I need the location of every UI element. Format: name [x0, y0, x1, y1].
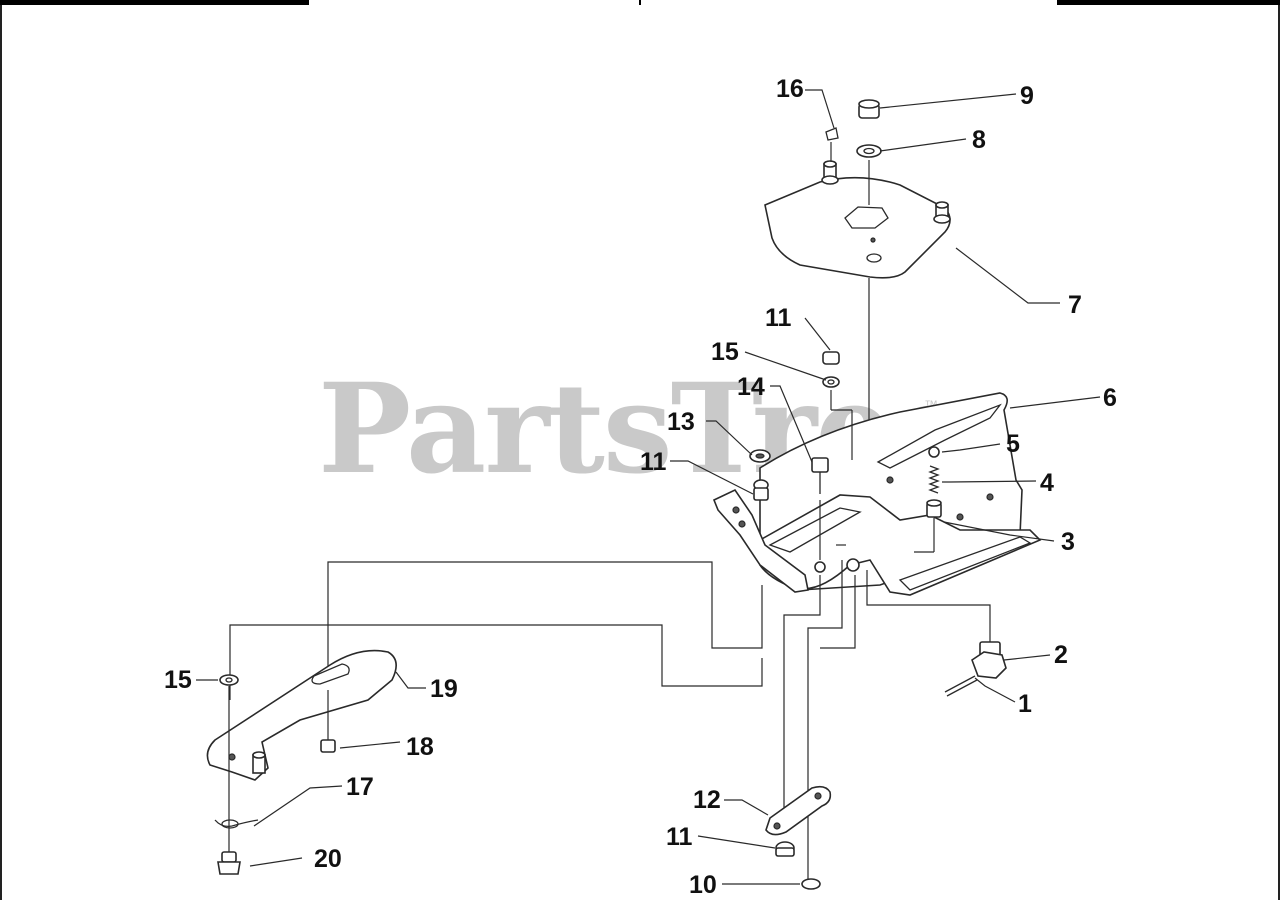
part-19-arm[interactable] — [206, 649, 397, 781]
top-border-segment — [0, 0, 308, 5]
part-3-bushing[interactable] — [926, 499, 942, 518]
callout-12[interactable]: 12 — [693, 786, 721, 814]
part-13-nut[interactable] — [749, 449, 771, 463]
callout-8[interactable]: 8 — [972, 126, 986, 154]
part-2-fitting[interactable] — [971, 641, 1007, 679]
part-17-clip[interactable] — [214, 819, 259, 829]
plate-stud-left — [821, 160, 839, 185]
callout-2[interactable]: 2 — [1054, 641, 1068, 669]
part-8-washer[interactable] — [856, 144, 882, 158]
part-16-clip[interactable] — [825, 127, 839, 141]
top-border — [0, 0, 1280, 5]
diagram-frame — [0, 5, 1280, 900]
top-border-tab — [640, 0, 1058, 5]
part-4-spring[interactable] — [928, 465, 940, 494]
callout-6[interactable]: 6 — [1103, 384, 1117, 412]
callout-3[interactable]: 3 — [1061, 528, 1075, 556]
callout-11-mid[interactable]: 11 — [640, 448, 667, 476]
callout-18[interactable]: 18 — [406, 733, 434, 761]
part-18-bolt[interactable] — [320, 739, 336, 753]
callout-19[interactable]: 19 — [430, 675, 458, 703]
leader-lines — [196, 89, 1101, 885]
plate-stud-right — [933, 201, 951, 224]
callout-13[interactable]: 13 — [667, 408, 695, 436]
part-11-nut-low[interactable] — [775, 841, 795, 857]
callout-11-top[interactable]: 11 — [765, 304, 792, 332]
callout-11-low[interactable]: 11 — [666, 823, 693, 851]
part-11-nut-mid[interactable] — [753, 479, 769, 501]
part-1-pin[interactable] — [944, 675, 978, 697]
callout-labels: 1 2 3 4 5 6 7 8 9 10 11 11 11 12 13 14 1… — [164, 75, 1117, 899]
part-10-washer[interactable] — [801, 878, 821, 890]
part-20-bolt[interactable] — [217, 851, 241, 875]
callout-10[interactable]: 10 — [689, 871, 717, 899]
top-border-segment — [1058, 0, 1280, 5]
callout-7[interactable]: 7 — [1068, 291, 1082, 319]
callout-20[interactable]: 20 — [314, 845, 342, 873]
callout-1[interactable]: 1 — [1018, 690, 1032, 718]
part-12-link[interactable] — [765, 785, 832, 836]
callout-15-top[interactable]: 15 — [711, 338, 739, 366]
callout-9[interactable]: 9 — [1020, 82, 1034, 110]
bracket-left-ear — [712, 488, 809, 593]
callout-5[interactable]: 5 — [1006, 430, 1020, 458]
part-11-nut-top[interactable] — [822, 351, 840, 365]
part-9-nut[interactable] — [858, 99, 880, 119]
arm-stud — [252, 751, 266, 774]
part-15-washer-left[interactable] — [219, 674, 239, 686]
part-15-washer-top[interactable] — [822, 376, 840, 388]
part-5-ball[interactable] — [928, 446, 940, 458]
callout-4[interactable]: 4 — [1040, 469, 1054, 497]
part-14-bolt[interactable] — [811, 457, 829, 494]
top-border-tab — [308, 0, 640, 5]
part-7-plate[interactable] — [764, 176, 951, 279]
callout-14[interactable]: 14 — [737, 373, 765, 401]
callout-16[interactable]: 16 — [776, 75, 804, 103]
callout-17[interactable]: 17 — [346, 773, 374, 801]
callout-15-left[interactable]: 15 — [164, 666, 192, 694]
